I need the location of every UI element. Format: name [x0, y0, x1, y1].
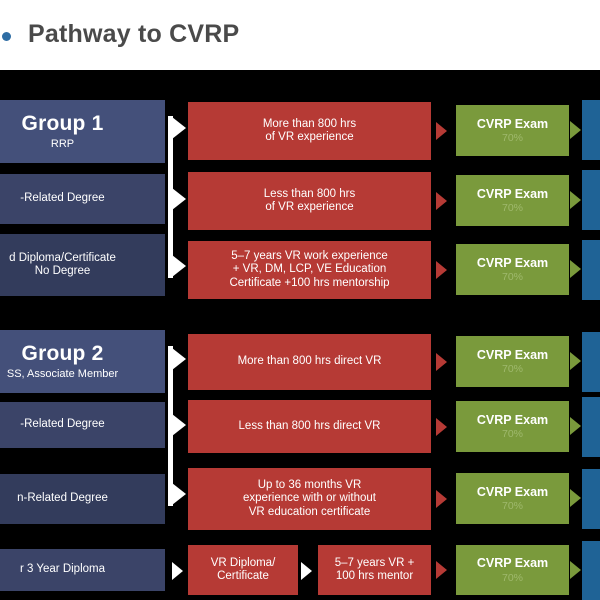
group-1-requirement-2-line2: of VR experience	[265, 201, 354, 213]
group-2-requirement-4a-line1: VR Diploma/	[210, 556, 276, 569]
group-1-qualification-2: d Diploma/Certificate No Degree	[0, 234, 165, 296]
group-2-exam-3-percent: 70%	[501, 500, 523, 513]
group-1-exam-1-percent: 70%	[501, 132, 523, 145]
group-2-exam-1: CVRP Exam 70%	[456, 336, 569, 387]
group-1-requirement-3-line2: + VR, DM, LCP, VE Education	[232, 263, 387, 276]
group-1-exam-3: CVRP Exam 70%	[456, 244, 569, 295]
group-2-requirement-3-line3: VR education certificate	[248, 505, 371, 518]
group-2-requirement-4a: VR Diploma/ Certificate	[188, 545, 298, 595]
group-2-exam-2: CVRP Exam 70%	[456, 401, 569, 452]
group-1-requirement-2-line1: Less than 800 hrs	[263, 187, 356, 200]
group-2-header: Group 2 SS, Associate Member	[0, 330, 165, 393]
group-2-requirement-2-line1: Less than 800 hrs direct VR	[238, 419, 381, 432]
group-1-header: Group 1 RRP	[0, 100, 165, 163]
group-1-green-arrow-3-icon	[570, 260, 581, 278]
group-2-subtitle: SS, Associate Member	[6, 368, 119, 381]
group-1-qualification-2-line2: No Degree	[34, 265, 91, 277]
group-1-outcome-1	[582, 100, 600, 160]
group-2-qualification-2: n-Related Degree	[0, 474, 165, 524]
group-2-qualification-3: r 3 Year Diploma	[0, 549, 165, 591]
group-1-arrow-row1-icon	[172, 117, 186, 139]
group-2-requirement-4a-line2: Certificate	[217, 570, 269, 582]
group-1-exam-2-percent: 70%	[501, 202, 523, 215]
group-2-exam-2-label: CVRP Exam	[476, 412, 549, 427]
group-1-connector-bar	[168, 116, 173, 278]
group-2-arrow-row1-icon	[172, 348, 186, 370]
group-2-exam-3: CVRP Exam 70%	[456, 473, 569, 524]
group-2-requirement-2: Less than 800 hrs direct VR	[188, 400, 431, 453]
group-2-requirement-3-line1: Up to 36 months VR	[257, 479, 362, 492]
group-2-qualification-1: -Related Degree	[0, 402, 165, 448]
group-2-exam-2-percent: 70%	[501, 428, 523, 441]
group-1-title: Group 1	[21, 112, 104, 136]
group-1-arrow-row2-icon	[172, 188, 186, 210]
group-2-exam-4-percent: 70%	[501, 571, 523, 584]
group-1-requirement-1: More than 800 hrs of VR experience	[188, 102, 431, 160]
blue-dot-logo-icon	[2, 32, 11, 41]
group-2-requirement-4b-line2: 100 hrs mentor	[335, 570, 414, 582]
group-1-requirement-3-line3: Certificate +100 hrs mentorship	[229, 276, 390, 289]
group-2-exam-3-label: CVRP Exam	[476, 484, 549, 499]
group-2-red-arrow-4-icon	[436, 561, 447, 579]
group-2-red-arrow-1-icon	[436, 353, 447, 371]
group-2-red-arrow-2-icon	[436, 418, 447, 436]
group-2-requirement-3: Up to 36 months VR experience with or wi…	[188, 468, 431, 530]
group-2-requirement-4b: 5–7 years VR + 100 hrs mentor	[318, 545, 431, 595]
group-2-outcome-2	[582, 397, 600, 457]
group-2-red-arrow-3-icon	[436, 490, 447, 508]
group-1-exam-3-percent: 70%	[501, 271, 523, 284]
group-2-arrow-row4-mid-icon	[301, 562, 312, 580]
group-2-requirement-1-line1: More than 800 hrs direct VR	[237, 355, 382, 368]
group-2-green-arrow-4-icon	[570, 561, 581, 579]
group-1-green-arrow-2-icon	[570, 191, 581, 209]
group-1-exam-3-label: CVRP Exam	[476, 255, 549, 270]
group-2-arrow-row2-icon	[172, 414, 186, 436]
group-2-requirement-3-line2: experience with or without	[243, 492, 376, 505]
group-1-exam-1-label: CVRP Exam	[476, 116, 549, 131]
group-2-requirement-4b-line1: 5–7 years VR +	[334, 556, 415, 569]
group-1-arrow-row3-icon	[172, 255, 186, 277]
group-1-exam-1: CVRP Exam 70%	[456, 105, 569, 156]
group-2-exam-1-label: CVRP Exam	[476, 347, 549, 362]
group-1-red-arrow-3-icon	[436, 261, 447, 279]
group-2-outcome-1	[582, 332, 600, 392]
group-2-outcome-4	[582, 541, 600, 600]
group-2-title: Group 2	[21, 342, 104, 366]
group-1-requirement-3: 5–7 years VR work experience + VR, DM, L…	[188, 241, 431, 299]
group-2-exam-4-label: CVRP Exam	[476, 556, 549, 571]
group-1-red-arrow-2-icon	[436, 192, 447, 210]
group-1-outcome-2	[582, 170, 600, 230]
group-1-exam-2: CVRP Exam 70%	[456, 175, 569, 226]
group-2-requirement-1: More than 800 hrs direct VR	[188, 334, 431, 390]
group-1-requirement-1-line2: of VR experience	[265, 131, 354, 143]
group-2-outcome-3	[582, 469, 600, 529]
group-2-arrow-row3-icon	[172, 483, 186, 505]
group-1-qualification-2-line1: d Diploma/Certificate	[9, 251, 116, 264]
group-1-exam-2-label: CVRP Exam	[476, 186, 549, 201]
group-1-green-arrow-1-icon	[570, 121, 581, 139]
group-1-qualification-1: -Related Degree	[0, 174, 165, 224]
group-1-outcome-3	[582, 240, 600, 300]
group-2-arrow-row4-icon	[172, 562, 183, 580]
group-2-exam-1-percent: 70%	[501, 363, 523, 376]
group-1-requirement-1-line1: More than 800 hrs	[262, 117, 357, 130]
header-band	[0, 0, 600, 70]
group-2-connector-bar	[168, 346, 173, 506]
group-2-green-arrow-3-icon	[570, 489, 581, 507]
group-1-requirement-2: Less than 800 hrs of VR experience	[188, 172, 431, 230]
group-2-exam-4: CVRP Exam 70%	[456, 545, 569, 595]
page-title: Pathway to CVRP	[28, 20, 240, 48]
group-1-red-arrow-1-icon	[436, 122, 447, 140]
group-1-requirement-3-line1: 5–7 years VR work experience	[231, 250, 388, 263]
group-2-green-arrow-1-icon	[570, 352, 581, 370]
group-1-subtitle: RRP	[50, 138, 75, 151]
group-2-green-arrow-2-icon	[570, 417, 581, 435]
